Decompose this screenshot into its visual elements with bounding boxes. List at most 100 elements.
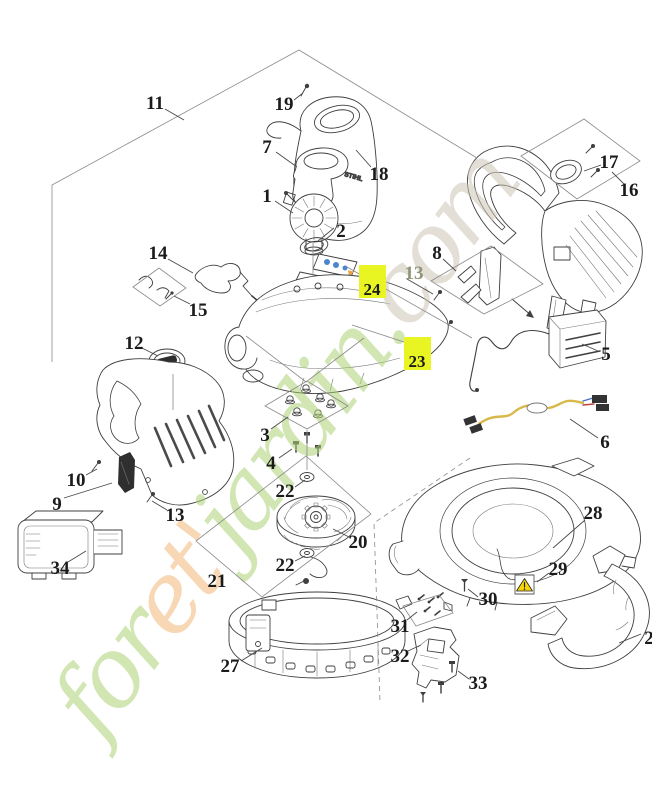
leader-line [85,468,98,476]
leader-line [569,418,599,439]
part-drawing-left-shell [96,358,235,506]
leader-line [67,550,87,563]
leader-lines [63,92,642,680]
part-label-16: 16 [620,180,639,201]
part-number-text: 19 [275,94,294,115]
part-number-text: 3 [260,425,270,446]
part-drawing-6 [463,395,609,434]
part-number-text: 33 [469,673,488,694]
part-number-text: 29 [549,559,568,580]
leader-line [467,588,479,598]
part-drawing-19 [300,83,310,97]
part-number-text: 2 [644,628,652,649]
part-drawing-8 [457,246,502,306]
part-drawing-9-10-13 [91,452,155,503]
leader-line [583,164,602,172]
part-label-20: 20 [349,532,368,553]
part-number-text: 8 [432,243,442,264]
part-label-24[interactable]: 24 [359,265,386,299]
leader-line [611,171,625,185]
part-label-18: 18 [370,164,389,185]
part-number-text: 22 [276,555,295,576]
part-drawing-22-washers [299,472,315,558]
group-outline [132,267,187,307]
part-number-text: 15 [189,300,208,321]
part-number-text: 1 [262,186,272,207]
warning-triangle-icon [514,574,535,595]
part-number-text: 28 [584,503,603,524]
leader-line [141,347,159,357]
highlight-box[interactable] [359,265,386,298]
part-label-21: 21 [208,571,227,592]
leader-line [442,258,457,272]
part-drawing-17 [550,144,600,185]
part-label-30: 30 [479,589,498,610]
part-number-text: 20 [349,532,368,553]
leader-line [552,519,586,549]
leader-line [270,416,289,430]
part-number-text: 23 [409,352,426,371]
part-number-text: 21 [208,571,227,592]
leader-line [406,278,434,295]
part-label-11: 11 [146,93,164,114]
part-number-text: 13 [405,263,424,284]
group-outline [245,335,365,383]
part-number-text: 34 [51,558,71,579]
leader-line [63,482,113,499]
part-label-2: 2 [644,628,652,649]
part-number-text: 13 [166,505,185,526]
leader-line [151,500,168,511]
part-number-text: 2 [336,221,346,242]
part-label-2: 2 [336,221,346,242]
leader-line [355,149,372,168]
part-drawing-20 [276,495,356,550]
group-outline [373,457,471,703]
part-label-8: 8 [432,243,442,264]
part-label-34: 34 [51,558,71,579]
part-label-31: 31 [391,616,410,637]
part-drawing-34 [17,510,123,580]
part-number-text: 24 [364,280,382,299]
part-number-text: 30 [479,589,498,610]
leader-line [536,572,550,583]
group-outline-boxes [51,49,641,703]
leader-line [457,670,470,680]
part-label-14: 14 [149,243,169,264]
part-drawing-14 [194,263,259,302]
group-outline [520,118,641,200]
part-label-29: 29 [549,559,568,580]
part-label-5: 5 [601,344,611,365]
leader-line [317,227,335,242]
part-drawing-27 [228,591,413,679]
part-label-9: 9 [52,494,62,515]
part-label-4: 4 [266,453,276,474]
group-outline [430,245,544,315]
part-label-23[interactable]: 23 [404,337,431,371]
part-drawing-22-clip [295,556,328,586]
group-outline [402,594,454,627]
part-label-15: 15 [189,300,208,321]
leader-line [294,555,306,562]
leader-line [240,647,263,662]
part-drawing-5 [469,298,607,392]
leader-line [278,448,293,459]
part-number-text: 4 [266,453,276,474]
leader-line [275,151,298,168]
part-number-text: 6 [600,432,610,453]
leader-line [332,528,352,539]
part-drawing-3 [285,384,336,419]
part-label-19: 19 [275,94,294,115]
leader-line [407,644,422,652]
group-outline [195,455,372,598]
leader-line [164,108,185,121]
leader-line [294,479,306,488]
part-drawing-32 [411,626,460,703]
group-outline [264,380,349,430]
part-number-text: 5 [601,344,611,365]
part-label-12: 12 [125,333,144,354]
part-drawing-33 [438,661,455,694]
part-drawing-30 [461,579,468,592]
highlight-box[interactable] [404,337,431,370]
